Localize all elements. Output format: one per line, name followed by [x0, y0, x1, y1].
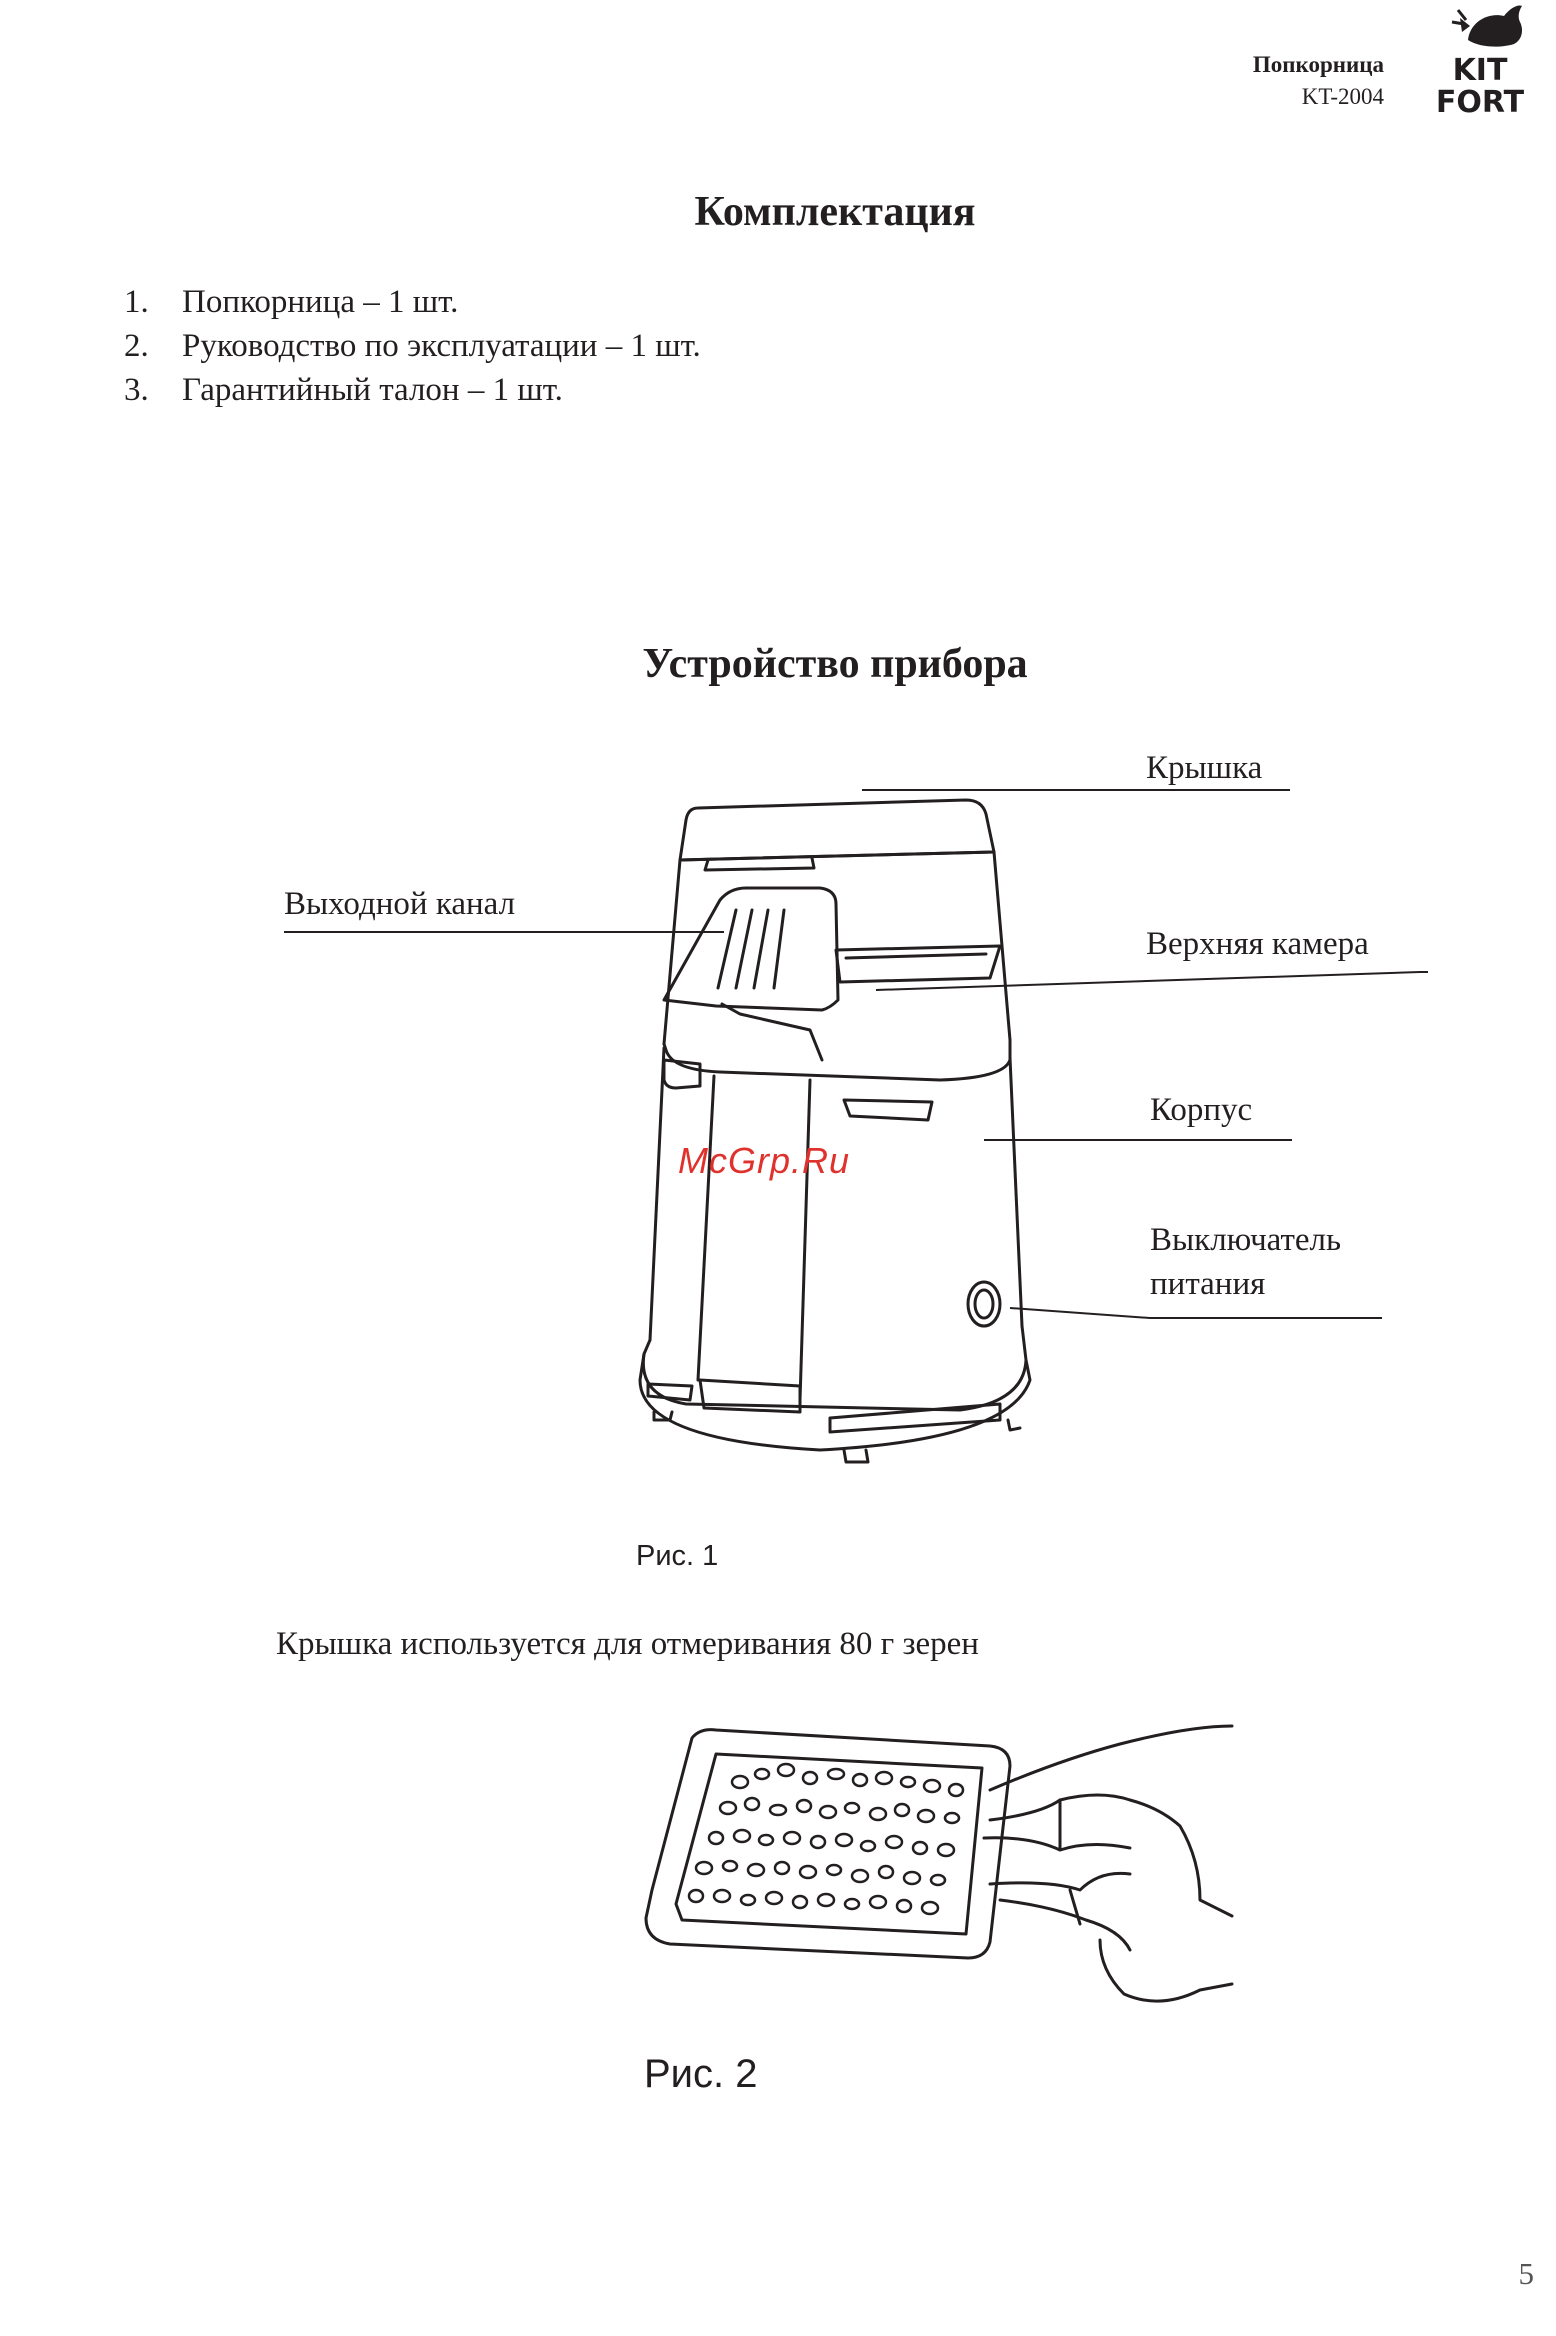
lid-tray-shape	[646, 1730, 1010, 1958]
kernels	[689, 1764, 963, 1914]
page-number: 5	[1519, 2256, 1535, 2292]
figure-caption-2: Рис. 2	[644, 2052, 758, 2097]
